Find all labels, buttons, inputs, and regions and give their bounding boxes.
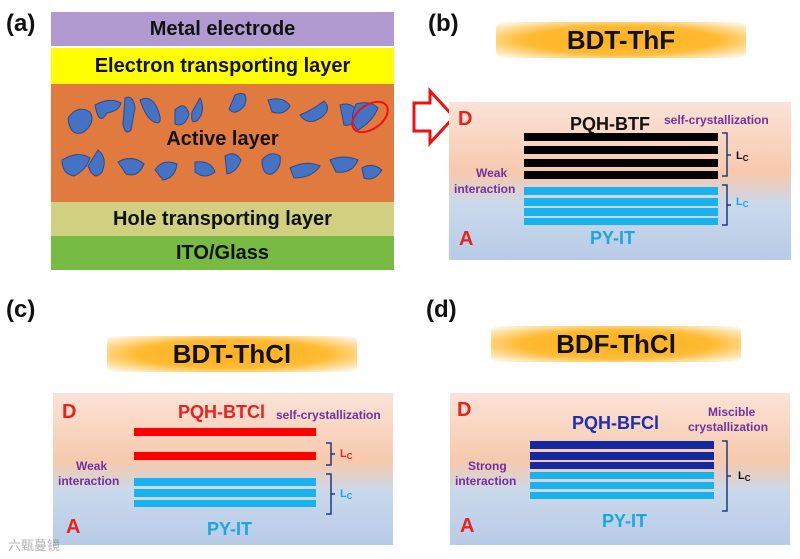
- panel-c-acceptor-lc: LC: [340, 488, 353, 501]
- panel-b-donor-marker: D: [458, 108, 473, 130]
- panel-b-diagram: [449, 102, 791, 260]
- lc-sub: C: [742, 200, 749, 209]
- panel-d-interaction-line1: Strong: [468, 459, 507, 473]
- lc-main: L: [736, 150, 743, 162]
- etl-label: Electron transporting layer: [94, 54, 351, 77]
- lc-main: L: [736, 196, 743, 208]
- electron-transport-layer: Electron transporting layer: [51, 48, 394, 84]
- panel-d-donor-marker: D: [457, 399, 472, 421]
- lc-sub: C: [346, 492, 353, 501]
- panel-d-lc: LC: [738, 470, 751, 483]
- panel-c-diagram: [53, 393, 393, 545]
- panel-c-donor-marker: D: [62, 401, 77, 423]
- panel-d-acceptor-marker: A: [460, 515, 475, 537]
- ito-label: ITO/Glass: [175, 241, 269, 264]
- panel-c-donor-lc: LC: [340, 448, 353, 461]
- panel-b-title: BDT-ThF: [496, 22, 746, 58]
- panel-b-interaction-line2: interaction: [454, 182, 516, 196]
- panel-c-interaction-line2: interaction: [58, 474, 120, 488]
- panel-d-title: BDF-ThCl: [491, 326, 741, 362]
- metal-electrode-label: Metal electrode: [149, 17, 296, 40]
- htl-label: Hole transporting layer: [113, 207, 332, 230]
- lc-sub: C: [744, 474, 751, 483]
- lc-sub: C: [742, 154, 749, 163]
- panel-b-acceptor-marker: A: [459, 228, 474, 250]
- panel-b-behavior: self-crystallization: [664, 113, 769, 127]
- ito-glass-layer: ITO/Glass: [51, 236, 394, 270]
- watermark: 六甄蔓镜: [8, 539, 61, 554]
- panel-b-donor-name: PQH-BTF: [570, 114, 650, 134]
- panel-b-label: (b): [428, 10, 459, 37]
- panel-d-interaction-line2: interaction: [455, 474, 517, 488]
- panel-c-acceptor-name: PY-IT: [207, 519, 253, 539]
- panel-d-donor-name: PQH-BFCl: [572, 413, 659, 433]
- panel-b-donor-lc: LC: [736, 150, 749, 163]
- panel-c-interaction-line1: Weak: [76, 459, 108, 473]
- metal-electrode-layer: Metal electrode: [51, 12, 394, 46]
- panel-a-label: (a): [6, 10, 36, 37]
- panel-d-diagram: [450, 393, 790, 545]
- panel-b-interaction-line1: Weak: [476, 166, 508, 180]
- panel-c-donor-name: PQH-BTCl: [178, 402, 265, 422]
- panel-c-title: BDT-ThCl: [107, 336, 357, 372]
- panel-d-label: (d): [426, 296, 457, 323]
- panel-c-acceptor-marker: A: [66, 516, 81, 538]
- active-layer-label: Active layer: [166, 128, 279, 150]
- panel-d-behavior-line1: Miscible: [708, 405, 756, 419]
- lc-main: L: [340, 488, 347, 500]
- hole-transport-layer: Hole transporting layer: [51, 202, 394, 236]
- panel-d-behavior-line2: crystallization: [688, 420, 769, 434]
- panel-b-acceptor-name: PY-IT: [590, 228, 636, 248]
- panel-b-acceptor-lc: LC: [736, 196, 749, 209]
- lc-sub: C: [346, 452, 353, 461]
- lc-main: L: [738, 470, 745, 482]
- lc-main: L: [340, 448, 347, 460]
- panel-c-behavior: self-crystallization: [276, 408, 381, 422]
- panel-c-label: (c): [6, 296, 36, 323]
- panel-d-acceptor-name: PY-IT: [602, 511, 648, 531]
